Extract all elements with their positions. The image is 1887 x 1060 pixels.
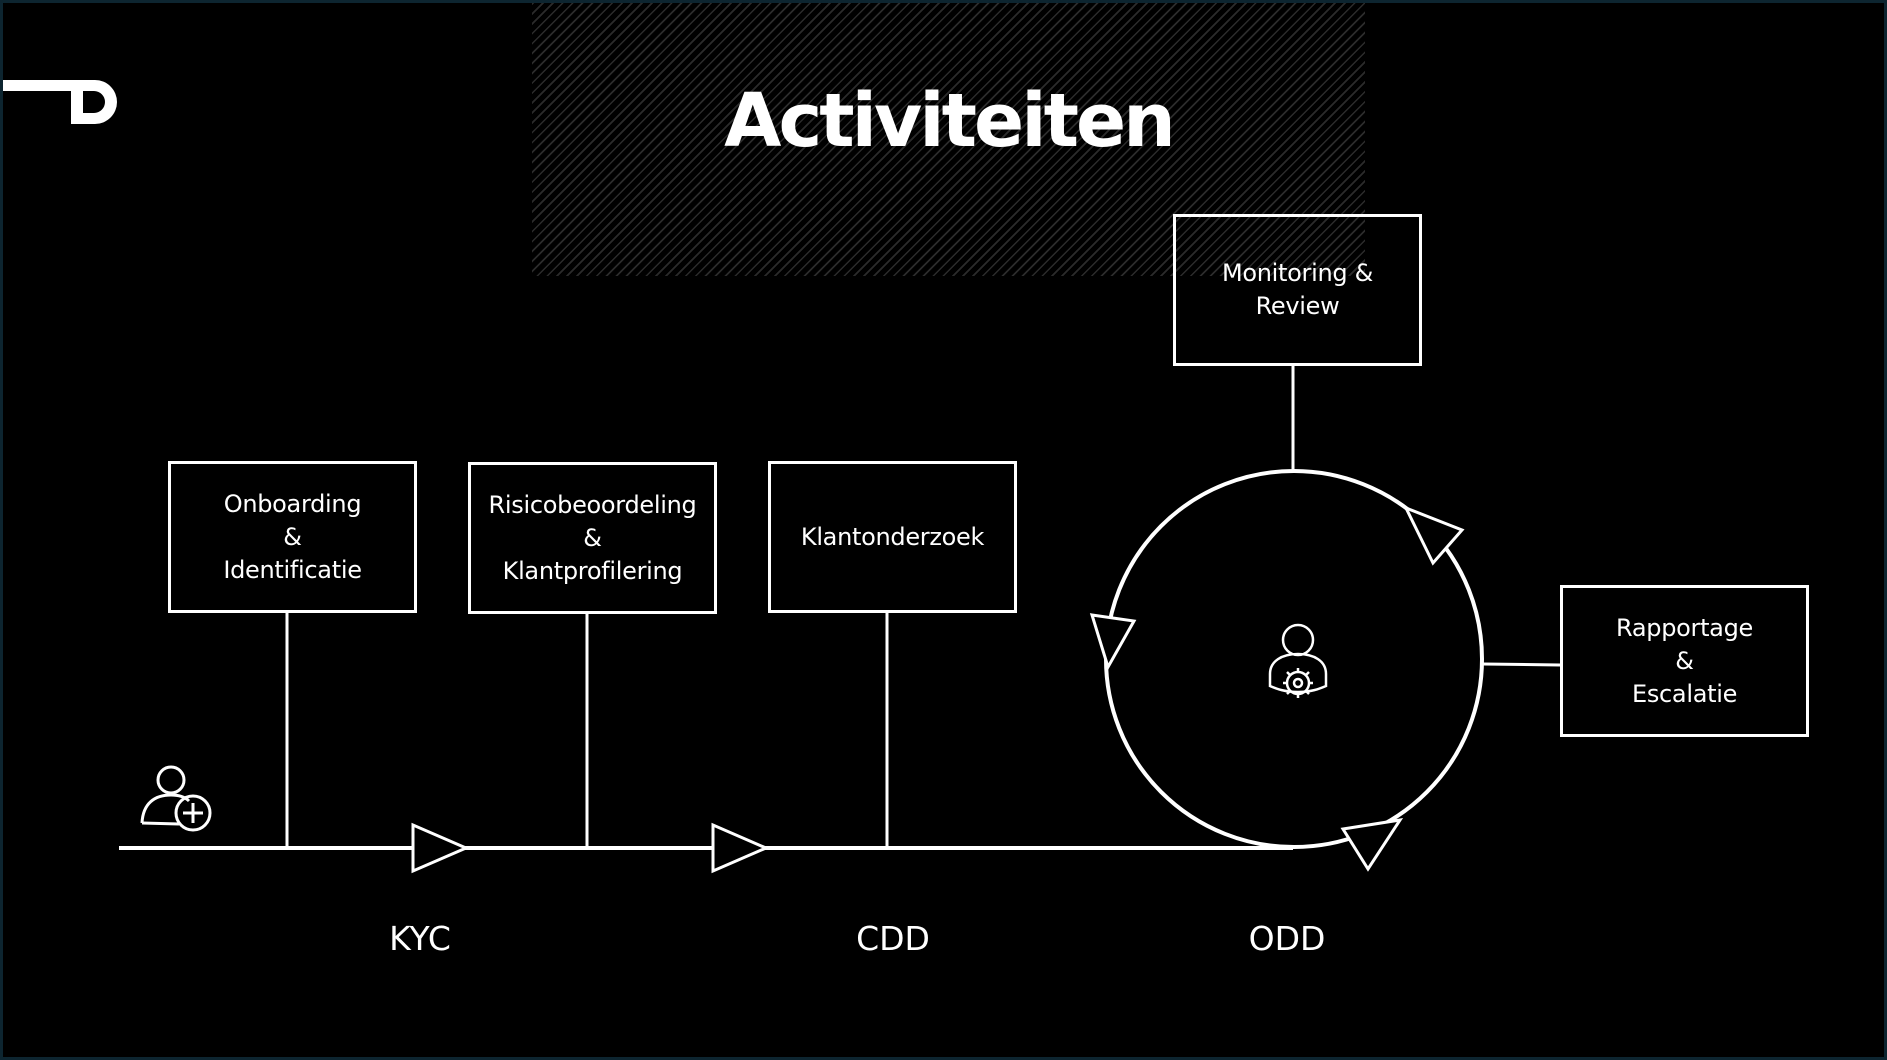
brand-logo-icon: [3, 80, 117, 124]
klantonderzoek-label: Klantonderzoek: [800, 522, 985, 551]
page-title: Activiteiten: [724, 78, 1176, 164]
timeline-arrow-icon: [411, 822, 470, 874]
risico-box: Risicobeoordeling & Klantprofilering: [468, 462, 717, 614]
phase-label-kyc: KYC: [389, 919, 451, 958]
add-user-icon: [140, 765, 212, 832]
user-settings-icon: [1268, 623, 1328, 698]
slide: Activiteiten Onboarding & Identificatie …: [3, 3, 1884, 1057]
rapportage-label: Rapportage & Escalatie: [1616, 613, 1753, 708]
phase-label-cdd: CDD: [856, 919, 930, 958]
process-diagram: [3, 80, 1561, 874]
monitoring-label: Monitoring & Review: [1221, 259, 1374, 320]
klantonderzoek-box: Klantonderzoek: [768, 461, 1017, 613]
phase-label-odd: ODD: [1248, 919, 1326, 958]
monitoring-box: Monitoring & Review: [1173, 214, 1422, 366]
cycle-arrow-icon: [1089, 613, 1137, 671]
onboarding-box: Onboarding & Identificatie: [168, 461, 417, 613]
onboarding-label: Onboarding & Identificatie: [223, 489, 362, 584]
connector-rapportage: [1482, 662, 1561, 667]
cycle-arrow-icon: [1340, 817, 1404, 872]
rapportage-box: Rapportage & Escalatie: [1560, 585, 1809, 737]
timeline-arrow-icon: [711, 822, 770, 874]
title-hatch-background: [532, 3, 1365, 276]
cycle-arrow-icon: [1402, 505, 1465, 566]
risico-label: Risicobeoordeling & Klantprofilering: [488, 490, 697, 585]
